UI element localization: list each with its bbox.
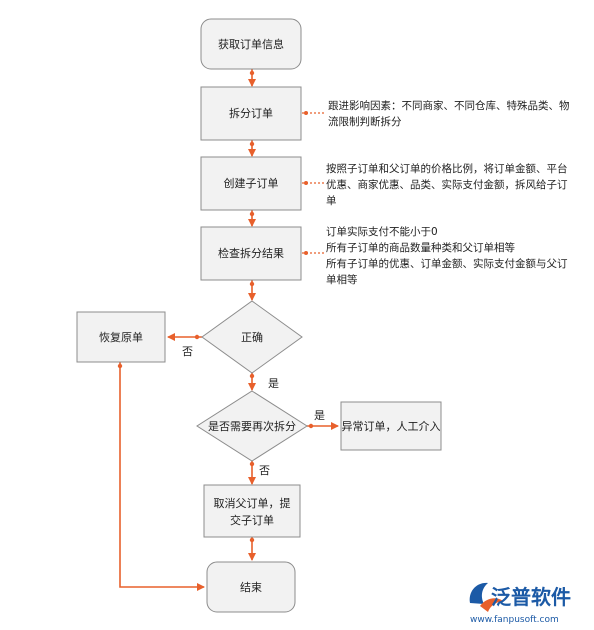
node-split-order-label: 拆分订单 (229, 106, 273, 120)
node-end: 结束 (206, 561, 296, 613)
node-get-order-label: 获取订单信息 (218, 37, 284, 51)
edge-label-resplit-yes: 是 (314, 409, 325, 422)
node-create-sub: 创建子订单 (200, 156, 302, 211)
edge-restore-to-end (119, 362, 205, 591)
note-create-line2: 优惠、商家优惠、品类、实际支付金额，拆风给子订 (326, 178, 568, 191)
decision-resplit: 是否需要再次拆分 (196, 390, 308, 462)
note-check-line2: 所有子订单的商品数量种类和父订单相等 (326, 241, 515, 254)
node-cancel-submit-line2: 交子订单 (230, 513, 274, 527)
note-connectors (302, 111, 325, 255)
node-split-order: 拆分订单 (200, 86, 302, 141)
decision-resplit-label: 是否需要再次拆分 (208, 419, 296, 433)
brand-emblem-icon (469, 582, 503, 612)
note-check: 订单实际支付不能小于0 所有子订单的商品数量种类和父订单相等 所有子订单的优惠、… (326, 225, 568, 286)
note-split: 跟进影响因素：不同商家、不同仓库、特殊品类、物 流限制判断拆分 (328, 99, 570, 128)
note-split-line1: 跟进影响因素：不同商家、不同仓库、特殊品类、物 (328, 99, 570, 112)
node-cancel-submit: 取消父订单，提 交子订单 (203, 484, 301, 538)
node-abnormal-label: 异常订单，人工介入 (342, 420, 441, 433)
edge-label-correct-no: 否 (182, 345, 193, 358)
note-create-line3: 单 (326, 195, 337, 207)
node-get-order: 获取订单信息 (200, 18, 302, 70)
note-check-line1: 订单实际支付不能小于0 (326, 225, 438, 238)
node-restore: 恢复原单 (76, 311, 166, 363)
edges (117, 69, 339, 591)
note-check-line4: 单相等 (326, 273, 358, 286)
node-create-sub-label: 创建子订单 (224, 176, 279, 190)
note-split-line2: 流限制判断拆分 (328, 115, 402, 128)
node-cancel-submit-line1: 取消父订单，提 (214, 496, 291, 510)
note-create-line1: 按照子订单和父订单的价格比例，将订单金额、平台 (326, 162, 568, 175)
note-create: 按照子订单和父订单的价格比例，将订单金额、平台 优惠、商家优惠、品类、实际支付金… (326, 162, 568, 207)
brand-url: www.fanpusoft.com (470, 615, 559, 625)
brand-logo: 泛普软件 www.fanpusoft.com (469, 582, 571, 625)
node-abnormal: 异常订单，人工介入 (340, 401, 442, 451)
edge-label-correct-yes: 是 (268, 377, 279, 390)
node-end-label: 结束 (240, 581, 262, 594)
decision-correct-label: 正确 (241, 331, 263, 344)
brand-name: 泛普软件 (491, 585, 571, 609)
decision-correct: 正确 (201, 300, 303, 374)
node-check-result: 检查拆分结果 (200, 226, 302, 281)
edge-label-resplit-no: 否 (259, 464, 270, 477)
node-check-result-label: 检查拆分结果 (218, 246, 284, 260)
node-restore-label: 恢复原单 (99, 330, 143, 344)
note-check-line3: 所有子订单的优惠、订单金额、实际支付金额与父订 (326, 257, 568, 270)
